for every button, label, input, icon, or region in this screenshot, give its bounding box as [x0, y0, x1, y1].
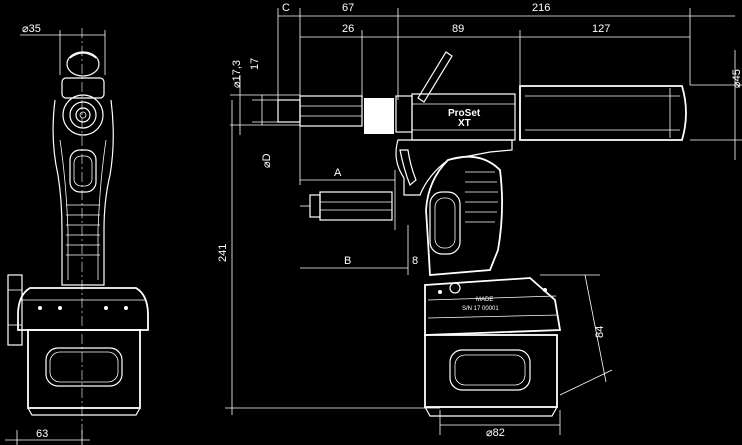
dim-dia45-label: ⌀45 — [731, 69, 742, 88]
side-view — [225, 8, 742, 435]
dim-a-label: A — [334, 167, 342, 179]
dim-17-label: 17 — [249, 58, 261, 70]
front-view — [5, 28, 149, 445]
dim-dia82-label: ⌀82 — [486, 427, 505, 439]
brand-logo: ProSet — [448, 108, 481, 119]
brand-model: XT — [458, 118, 471, 129]
dim-8-label: 8 — [412, 255, 418, 267]
dim-89-label: 89 — [452, 23, 464, 35]
dim-84-label: 84 — [594, 326, 606, 338]
dim-216-label: 216 — [532, 2, 550, 14]
dim-dia35-label: ⌀35 — [22, 23, 41, 35]
battery-plate-line1: MADE — [476, 297, 493, 303]
brand-plate — [446, 106, 488, 124]
dim-b-label: B — [344, 255, 351, 267]
dim-diaD-label: ⌀D — [261, 153, 273, 168]
dim-26-label: 26 — [342, 23, 354, 35]
dim-dia17-3-label: ⌀17,3 — [231, 60, 243, 88]
dim-63-label: 63 — [36, 428, 48, 440]
dim-67-label: 67 — [342, 2, 354, 14]
dim-241-label: 241 — [217, 244, 229, 262]
battery-plate-line2: S/N 17 00001 — [462, 306, 499, 312]
dim-127-label: 127 — [592, 23, 610, 35]
dim-c-label: C — [282, 2, 290, 14]
